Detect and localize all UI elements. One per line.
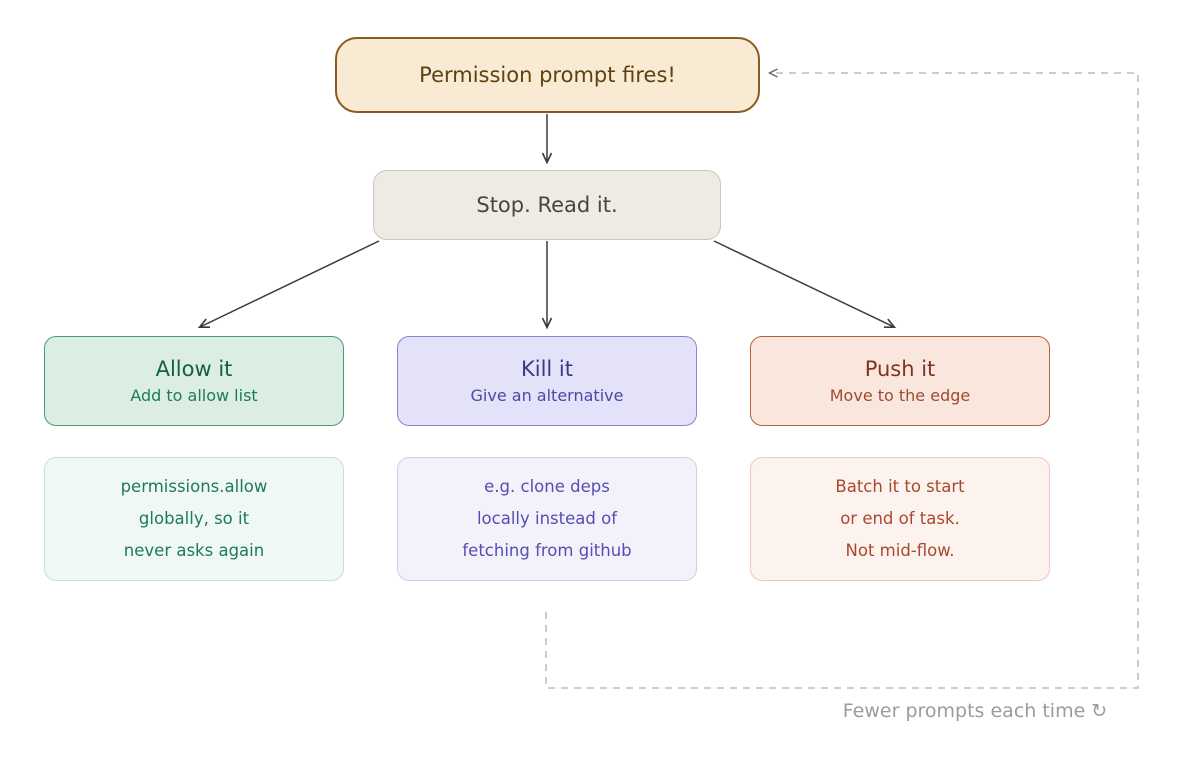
detail-kill-line-1: e.g. clone deps — [484, 477, 610, 496]
branch-push-subtitle: Move to the edge — [829, 386, 971, 405]
start-node-label: Permission prompt fires! — [419, 63, 676, 87]
branch-push-title: Push it — [864, 357, 936, 381]
start-node: Permission prompt fires! — [335, 37, 760, 113]
branch-allow-title: Allow it — [155, 357, 233, 381]
arrow-gate-to-push — [713, 240, 894, 327]
branch-kill-subtitle: Give an alternative — [470, 386, 624, 405]
branch-allow-subtitle: Add to allow list — [130, 386, 258, 405]
detail-push-node: Batch it to start or end of task. Not mi… — [750, 457, 1050, 581]
detail-allow-line-2: globally, so it — [138, 509, 250, 528]
detail-push-line-2: or end of task. — [840, 509, 960, 528]
gate-node-label: Stop. Read it. — [476, 193, 618, 217]
detail-push-line-1: Batch it to start — [835, 477, 965, 496]
detail-allow-line-1: permissions.allow — [120, 477, 268, 496]
detail-kill-line-2: locally instead of — [476, 509, 618, 528]
detail-allow-line-3: never asks again — [123, 541, 265, 560]
arrow-gate-to-allow — [200, 240, 380, 327]
loop-arrow-dashed — [545, 73, 1139, 689]
loop-caption: Fewer prompts each time↻ — [810, 700, 1140, 722]
branch-kill-title: Kill it — [520, 357, 574, 381]
branch-allow-node: Allow it Add to allow list — [44, 336, 344, 426]
branch-push-node: Push it Move to the edge — [750, 336, 1050, 426]
detail-push-line-3: Not mid-flow. — [845, 541, 955, 560]
branch-kill-node: Kill it Give an alternative — [397, 336, 697, 426]
loop-caption-text: Fewer prompts each time — [842, 700, 1086, 722]
gate-node: Stop. Read it. — [373, 170, 721, 240]
detail-allow-node: permissions.allow globally, so it never … — [44, 457, 344, 581]
detail-kill-line-3: fetching from github — [462, 541, 632, 560]
detail-kill-node: e.g. clone deps locally instead of fetch… — [397, 457, 697, 581]
repeat-icon: ↻ — [1091, 700, 1108, 722]
